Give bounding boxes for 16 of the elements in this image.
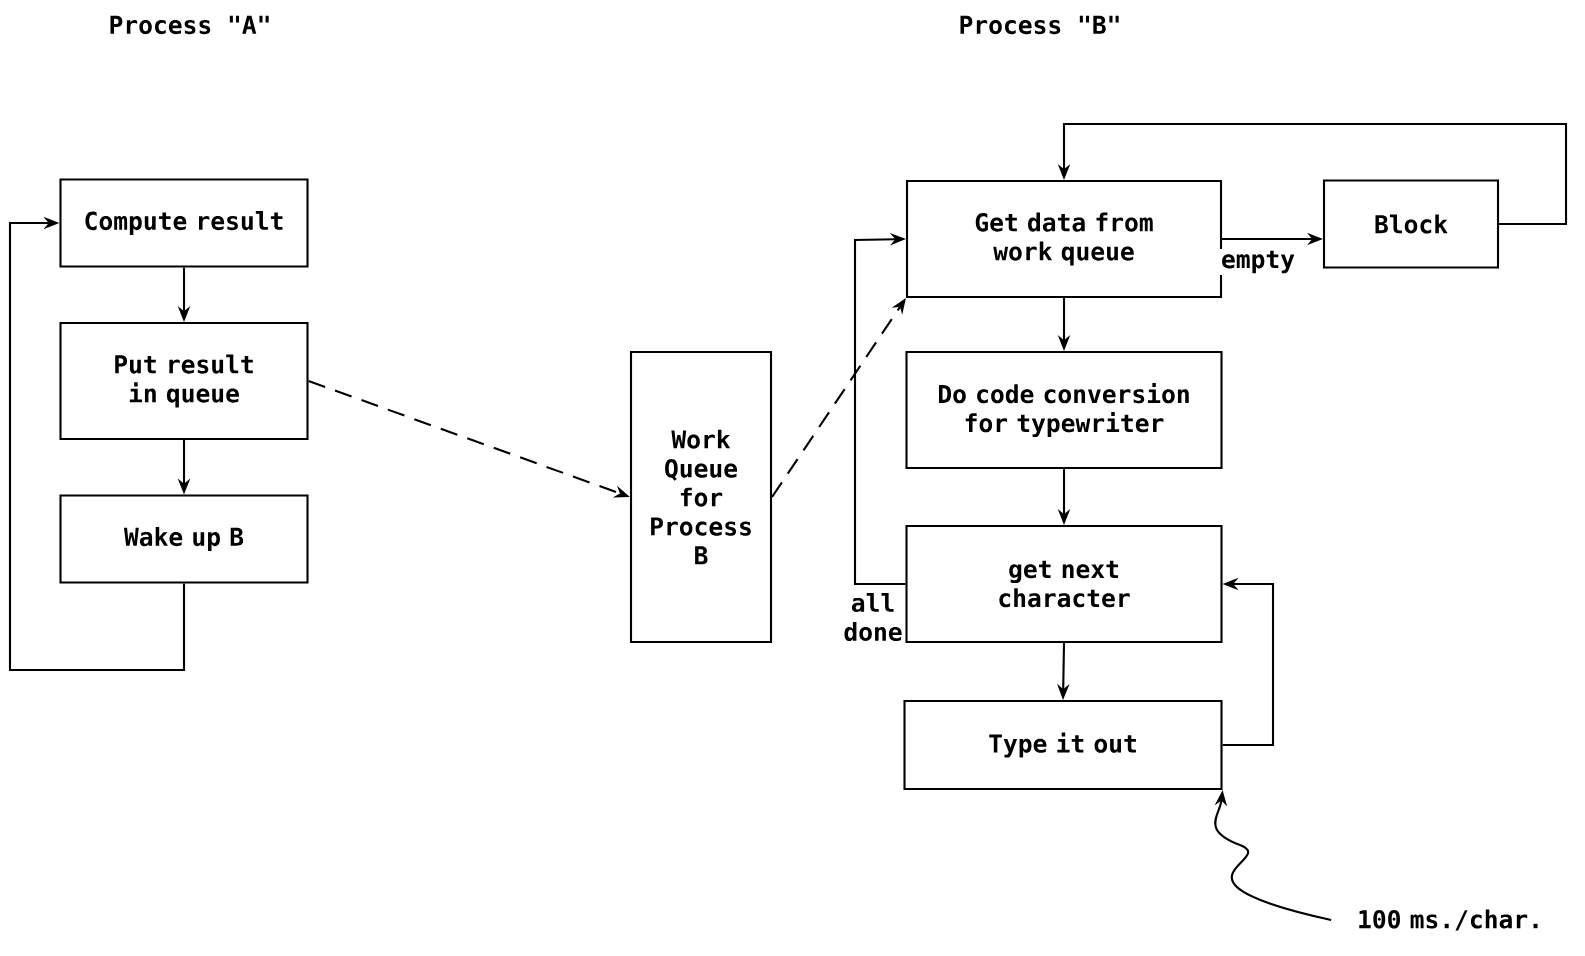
process-box: Get data from work queue [905, 179, 1223, 299]
annotation-text: 100 ms./char. [1359, 909, 1538, 931]
process-box: Put result in queue [59, 321, 309, 441]
queue-box: Work Queue for Process B [629, 350, 773, 644]
heading: Process "B" [960, 15, 1119, 35]
process-box: Wake up B [59, 494, 309, 584]
arrow [853, 233, 906, 586]
process-box: Compute result [59, 178, 309, 268]
heading: Process "A" [110, 15, 269, 35]
arrow [8, 216, 186, 672]
process-box: get next character [905, 524, 1223, 644]
process-box: Block [1322, 179, 1500, 269]
process-box: Type it out [903, 699, 1223, 791]
process-box: Do code conversion for typewriter [905, 350, 1223, 470]
edge-label: empty [1216, 249, 1300, 275]
edge-label: all done [841, 591, 905, 643]
